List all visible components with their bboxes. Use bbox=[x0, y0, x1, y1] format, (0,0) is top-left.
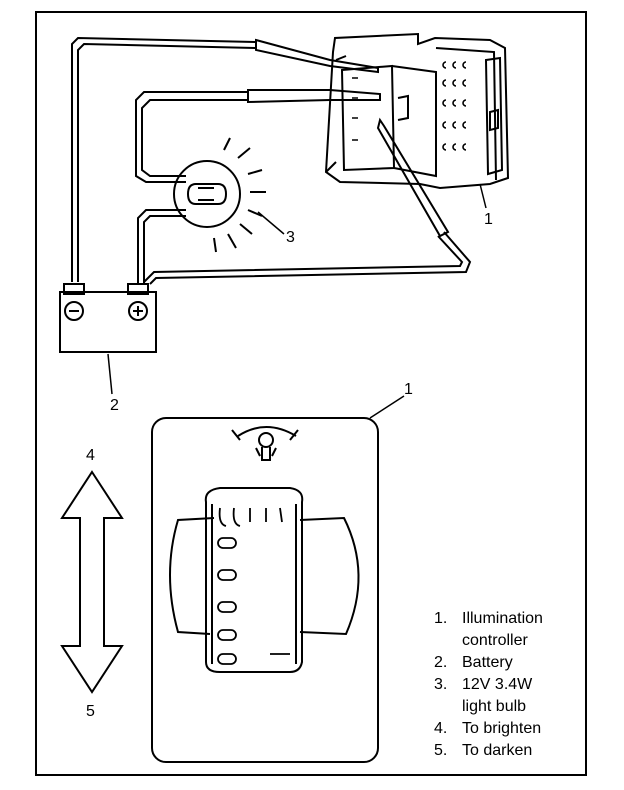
legend-text: To darken bbox=[462, 742, 533, 760]
callout-5: 5 bbox=[86, 703, 95, 720]
callout-1-bottom: 1 bbox=[404, 381, 413, 398]
battery-negative-terminal-icon bbox=[64, 301, 84, 321]
legend-item: 5. To darken bbox=[434, 740, 592, 762]
callout-leaders-top bbox=[107, 183, 487, 395]
illumination-symbol-icon bbox=[231, 426, 299, 461]
callout-leader-controller bbox=[369, 395, 405, 419]
bulb-light-rays bbox=[213, 137, 266, 253]
legend: 1. Illumination controller 2. Battery 3.… bbox=[434, 608, 592, 763]
connector-pin-sockets bbox=[352, 61, 467, 151]
legend-text: 12V 3.4W light bulb bbox=[462, 676, 533, 716]
callout-2: 2 bbox=[110, 397, 119, 414]
callout-1-top: 1 bbox=[484, 211, 493, 228]
legend-text: To brighten bbox=[462, 720, 542, 738]
legend-item: 3. 12V 3.4W light bulb bbox=[434, 674, 592, 718]
light-bulb bbox=[173, 160, 241, 228]
controller-panel bbox=[151, 417, 379, 763]
test-probes bbox=[247, 38, 450, 238]
wires bbox=[71, 36, 472, 285]
legend-item: 2. Battery bbox=[434, 652, 592, 674]
legend-number: 2. bbox=[434, 654, 448, 672]
callout-4: 4 bbox=[86, 447, 95, 464]
battery-positive-terminal-icon bbox=[128, 301, 148, 321]
legend-number: 3. bbox=[434, 676, 448, 694]
callout-3: 3 bbox=[286, 229, 295, 246]
illumination-controller-connector bbox=[324, 32, 510, 190]
brighten-darken-arrow-icon bbox=[60, 470, 124, 694]
legend-item: 1. Illumination controller bbox=[434, 608, 592, 652]
legend-number: 1. bbox=[434, 610, 448, 627]
dial-grip-ridges bbox=[217, 507, 290, 665]
legend-item: 4. To brighten bbox=[434, 718, 592, 740]
diagram-border bbox=[35, 11, 587, 776]
legend-number: 5. bbox=[434, 742, 448, 760]
control-dial bbox=[169, 487, 360, 673]
legend-text: Battery bbox=[462, 654, 513, 672]
battery bbox=[59, 283, 157, 353]
legend-number: 4. bbox=[434, 720, 448, 738]
legend-text: Illumination controller bbox=[462, 610, 543, 650]
